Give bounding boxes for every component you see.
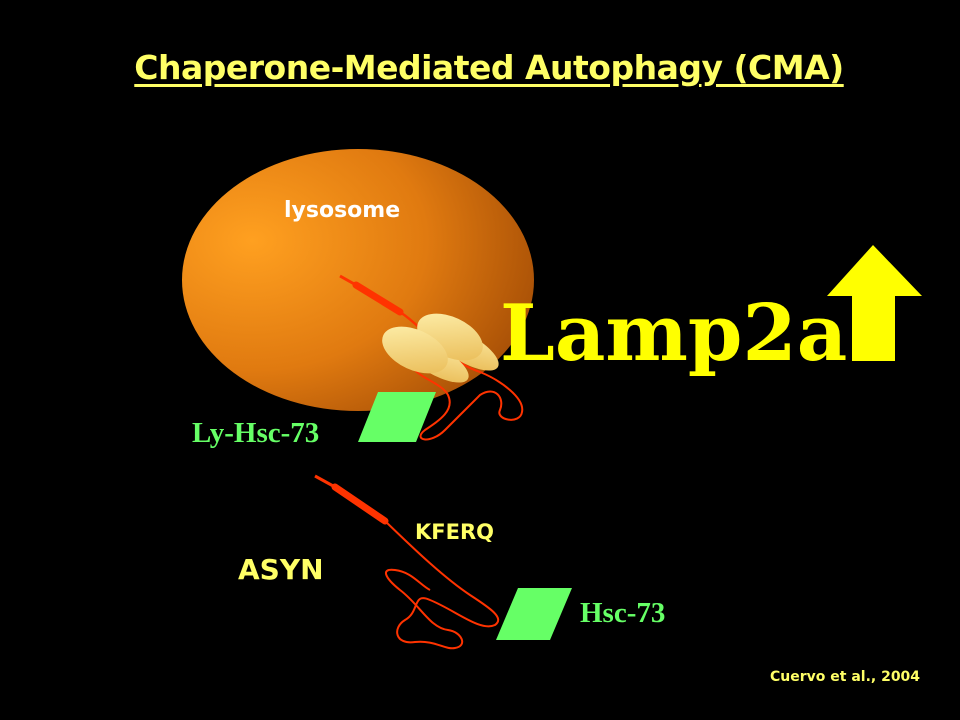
citation: Cuervo et al., 2004 [770,669,921,685]
lysosome-label: lysosome [284,198,401,223]
asyn-protein-chain [314,474,500,650]
lamp2a-label: Lamp2a [500,288,848,379]
hsc73-label: Hsc-73 [580,597,666,629]
slide-title: Chaperone-Mediated Autophagy (CMA) [134,48,844,87]
hsc73-chaperone-shape [496,588,572,640]
kferq-motif-label: KFERQ [415,520,494,544]
asyn-label: ASYN [238,553,324,586]
up-arrow-icon [827,245,922,361]
ly-hsc73-chaperone-shape [358,392,436,442]
ly-hsc73-label: Ly-Hsc-73 [192,417,320,449]
lamp2a-receptor-complex [382,313,499,383]
